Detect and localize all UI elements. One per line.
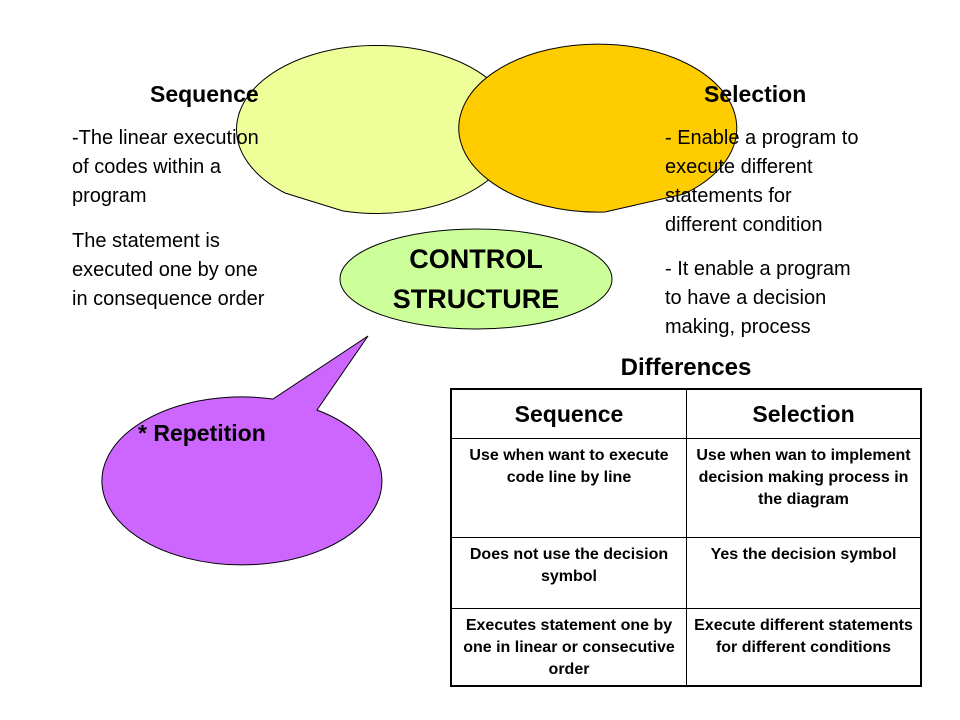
table-cell: Executes statement one by one in linear … <box>450 608 687 687</box>
repetition-bubble <box>101 335 383 566</box>
center-line: CONTROL <box>409 244 543 274</box>
sequence-line: in consequence order <box>72 288 265 310</box>
sequence-description: -The linear execution of codes within a … <box>72 124 264 314</box>
center-line: STRUCTURE <box>392 284 560 314</box>
sequence-title: Sequence <box>150 81 259 107</box>
selection-line: - Enable a program to <box>665 127 859 149</box>
selection-title: Selection <box>704 81 807 107</box>
selection-line: different condition <box>665 214 823 236</box>
selection-line: - It enable a program <box>665 258 851 280</box>
table-header-row: Sequence Selection <box>450 388 922 439</box>
table-cell: Use when wan to implement decision makin… <box>686 438 922 538</box>
table-cell: Yes the decision symbol <box>686 537 922 609</box>
differences-title: Differences <box>620 354 752 381</box>
sequence-line: program <box>72 185 147 207</box>
table-row: Does not use the decision symbol Yes the… <box>450 537 922 609</box>
table-row: Executes statement one by one in linear … <box>450 608 922 687</box>
sequence-bubble <box>236 44 518 214</box>
control-structure-ellipse <box>339 228 613 330</box>
selection-line: to have a decision <box>665 287 827 309</box>
control-structure-label: CONTROL STRUCTURE <box>340 229 612 329</box>
selection-bubble <box>458 43 738 213</box>
repetition-title: * Repetition <box>138 420 266 446</box>
selection-description: - Enable a program to execute different … <box>665 124 858 342</box>
column-header: Sequence <box>450 388 687 439</box>
selection-line: statements for <box>665 185 792 207</box>
sequence-line: executed one by one <box>72 259 258 281</box>
table-row: Use when want to execute code line by li… <box>450 438 922 538</box>
sequence-line: The statement is <box>72 230 220 252</box>
column-header: Selection <box>686 388 922 439</box>
table-cell: Use when want to execute code line by li… <box>450 438 687 538</box>
differences-table: Sequence Selection Use when want to exec… <box>450 388 922 687</box>
selection-line: making, process <box>665 316 811 338</box>
sequence-line: -The linear execution <box>72 127 259 149</box>
table-cell: Does not use the decision symbol <box>450 537 687 609</box>
sequence-line: of codes within a <box>72 156 221 178</box>
table-cell: Execute different statements for differe… <box>686 608 922 687</box>
selection-line: execute different <box>665 156 813 178</box>
